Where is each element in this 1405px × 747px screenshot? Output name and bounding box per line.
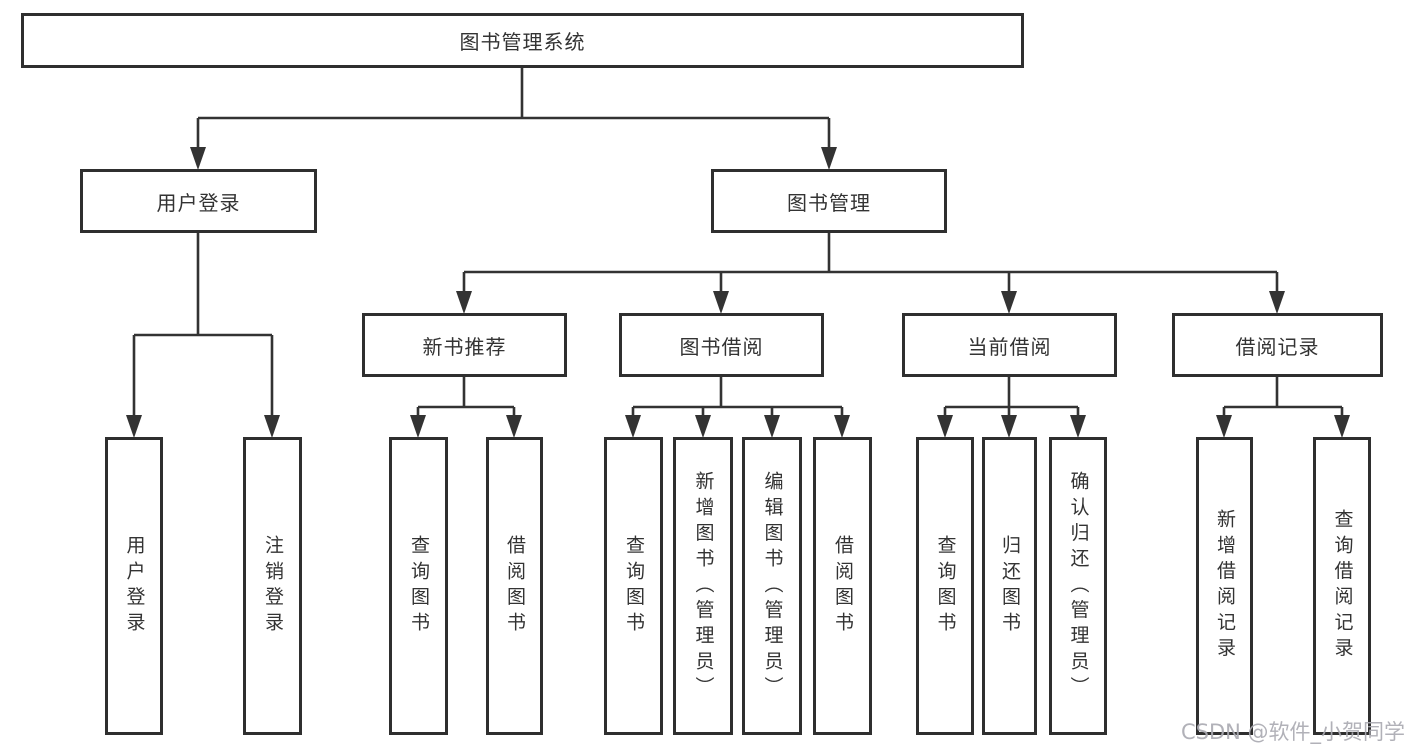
leaf-query-books-newbook: 查询图书 — [389, 437, 448, 735]
node-user-login: 用户登录 — [80, 169, 317, 233]
leaf-borrow-books: 借阅图书 — [813, 437, 872, 735]
leaf-borrow-books-newbook: 借阅图书 — [486, 437, 543, 735]
leaf-add-books-admin: 新增图书（管理员） — [673, 437, 733, 735]
node-library-system: 图书管理系统 — [21, 13, 1024, 68]
node-new-book-recommend: 新书推荐 — [362, 313, 567, 377]
node-book-borrowing: 图书借阅 — [619, 313, 824, 377]
node-book-management: 图书管理 — [711, 169, 947, 233]
leaf-add-borrow-record: 新增借阅记录 — [1196, 437, 1253, 735]
node-current-borrowing: 当前借阅 — [902, 313, 1117, 377]
leaf-return-books: 归还图书 — [982, 437, 1037, 735]
leaf-query-books: 查询图书 — [604, 437, 663, 735]
csdn-watermark: CSDN @软件_小贺同学 — [1181, 720, 1405, 744]
node-borrowing-records: 借阅记录 — [1172, 313, 1383, 377]
leaf-query-books-current: 查询图书 — [916, 437, 974, 735]
leaf-confirm-return-admin: 确认归还（管理员） — [1049, 437, 1107, 735]
arrowheads — [126, 147, 1350, 438]
leaf-edit-books-admin: 编辑图书（管理员） — [742, 437, 802, 735]
leaf-user-login: 用户登录 — [105, 437, 163, 735]
connector-paths — [132, 68, 1344, 420]
leaf-logout: 注销登录 — [243, 437, 302, 735]
leaf-query-borrow-record: 查询借阅记录 — [1313, 437, 1371, 735]
